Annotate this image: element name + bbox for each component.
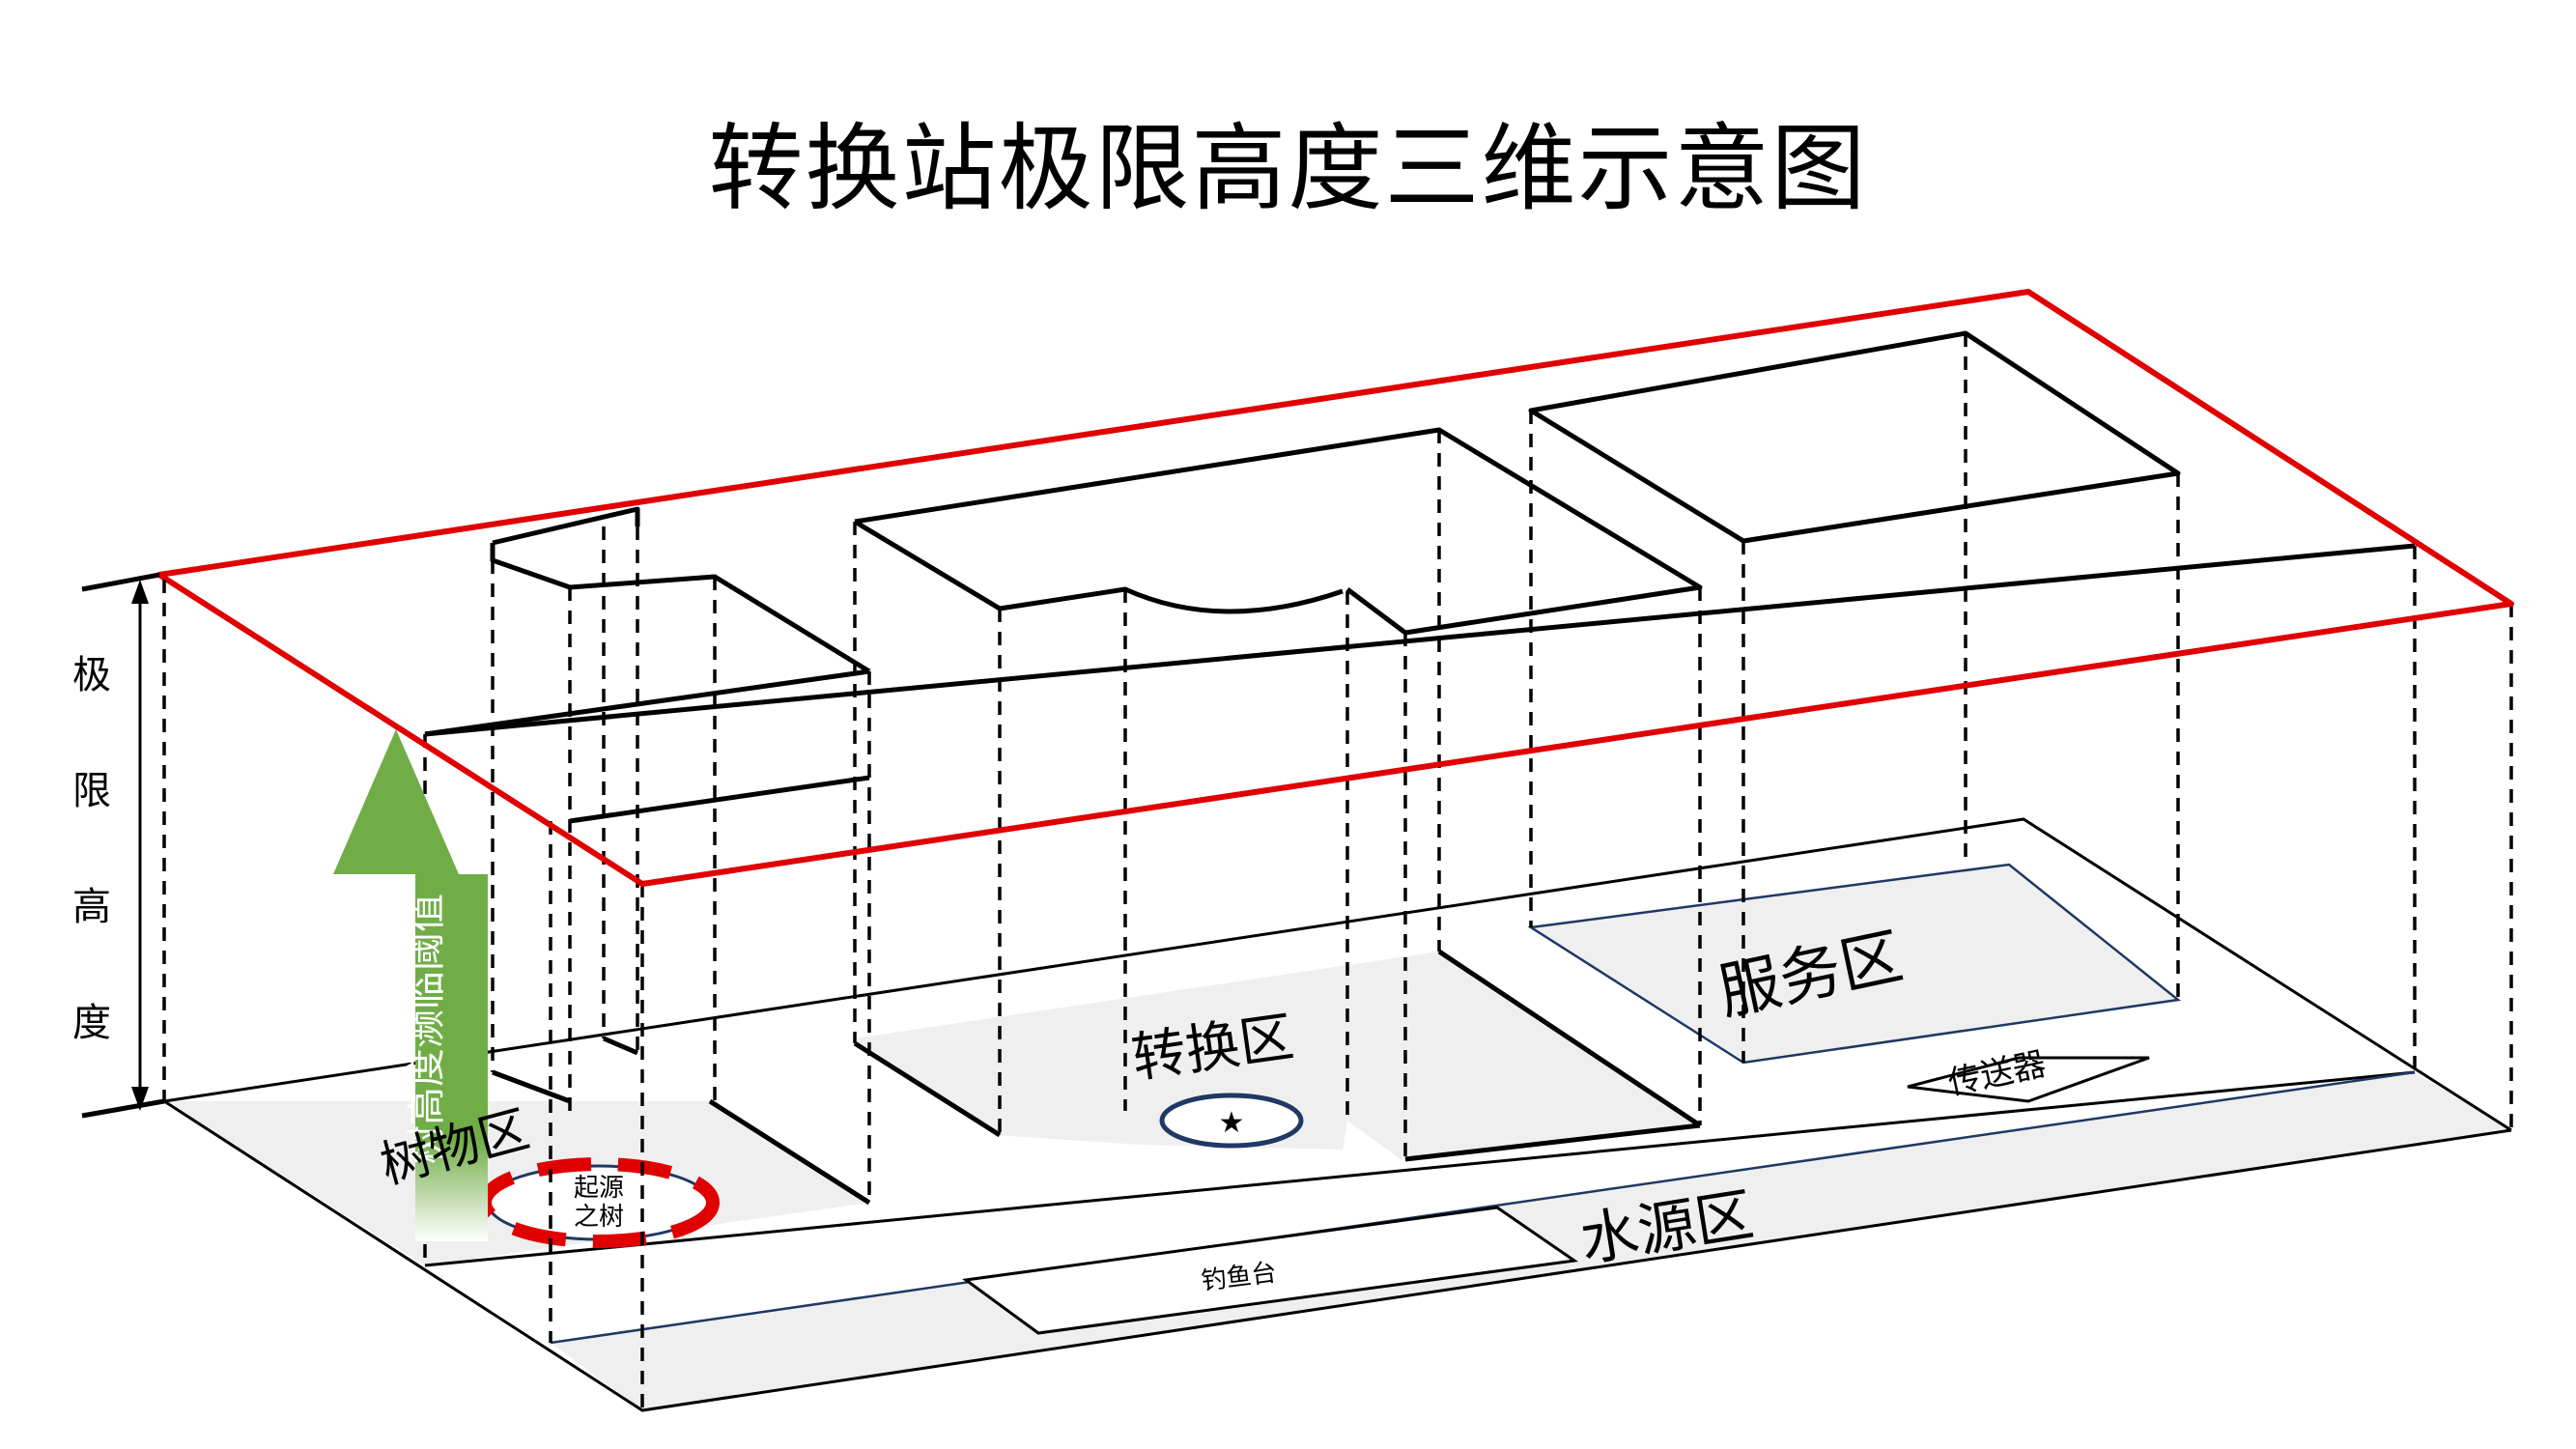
transmitter xyxy=(1907,1056,2150,1103)
star-icon: ★ xyxy=(1219,1106,1245,1140)
origin-tree-label-2: 之树 xyxy=(574,1203,624,1232)
vertical-label-char-2: 限 xyxy=(72,769,111,813)
base-slab xyxy=(163,817,2512,1412)
height-dimension xyxy=(81,572,166,1119)
vertical-label-char-4: 度 xyxy=(72,1001,111,1045)
service-building xyxy=(1528,330,2181,1063)
conversion-star-marker: ★ xyxy=(1159,1093,1304,1149)
conversion-zone-floor xyxy=(855,952,1695,1159)
arrow-up-icon: 树高度濒临阈值 xyxy=(333,729,488,1241)
height-limit-plane xyxy=(156,289,2514,887)
plant-building xyxy=(423,506,871,1410)
vertical-label-char-1: 极 xyxy=(72,653,111,697)
back-walls xyxy=(424,543,2513,1130)
origin-tree-label-1: 起源 xyxy=(574,1174,624,1203)
fishing-platform xyxy=(962,1206,1579,1335)
page-title: 转换站极限高度三维示意图 xyxy=(708,114,1868,224)
service-zone-floor xyxy=(1531,865,2178,1063)
vertical-label-char-3: 高 xyxy=(72,885,111,929)
conversion-building xyxy=(853,427,1703,1162)
arrow-label: 树高度濒临阈值 xyxy=(405,894,449,1164)
